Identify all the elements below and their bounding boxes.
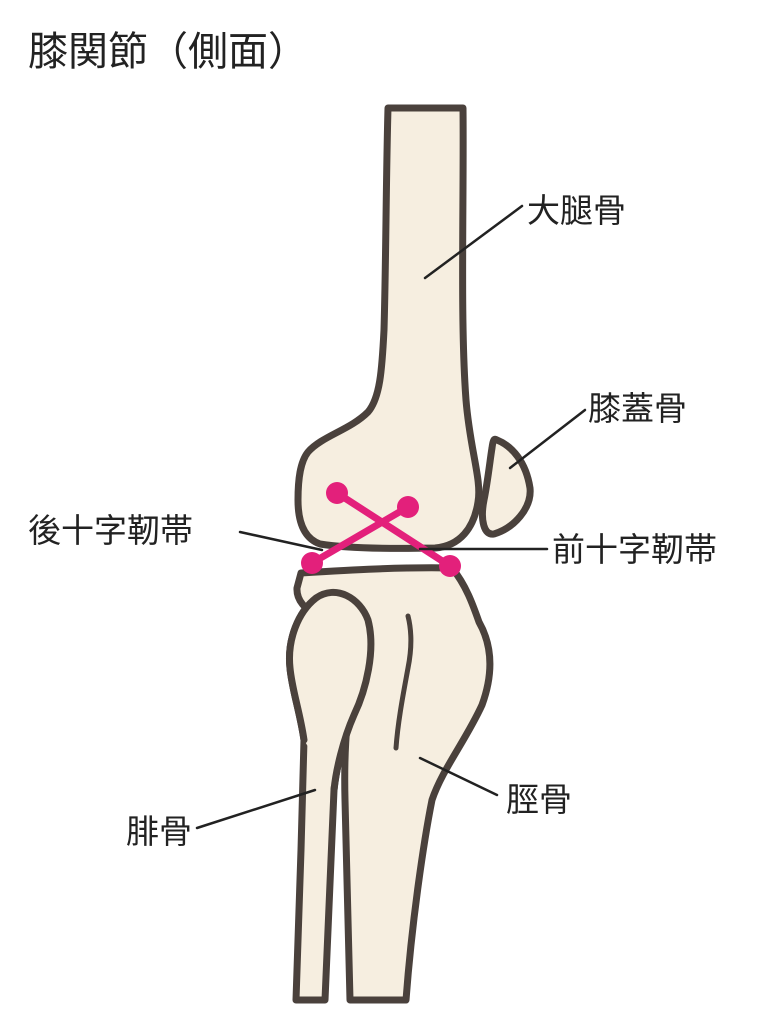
fibula-leader-line <box>195 788 317 830</box>
femur-leader-line <box>423 204 524 280</box>
pcl-leader-line <box>238 530 324 552</box>
pcl-origin-dot <box>397 496 419 518</box>
femur-bone <box>294 104 483 552</box>
acl-ligament <box>333 489 454 570</box>
fibula-label: 腓骨 <box>126 812 192 851</box>
acl-insertion-dot <box>439 555 461 577</box>
patella-label: 膝蓋骨 <box>588 389 687 428</box>
tibia-label: 脛骨 <box>506 780 572 819</box>
pcl-insertion-dot <box>301 552 323 574</box>
diagram-title: 膝関節（側面） <box>28 29 308 75</box>
patella-leader-line <box>508 408 587 470</box>
pcl-ligament <box>308 503 412 567</box>
fibula-head <box>286 589 375 794</box>
femur-label: 大腿骨 <box>527 191 626 230</box>
tibia-leader-line <box>418 756 499 797</box>
tibia-ridge <box>393 613 414 751</box>
patella-bone <box>478 435 534 538</box>
pcl-label: 後十字靭帯 <box>28 511 193 550</box>
acl-origin-dot <box>326 482 348 504</box>
cruciate-ligaments <box>301 482 461 577</box>
acl-label: 前十字靭帯 <box>552 530 717 569</box>
